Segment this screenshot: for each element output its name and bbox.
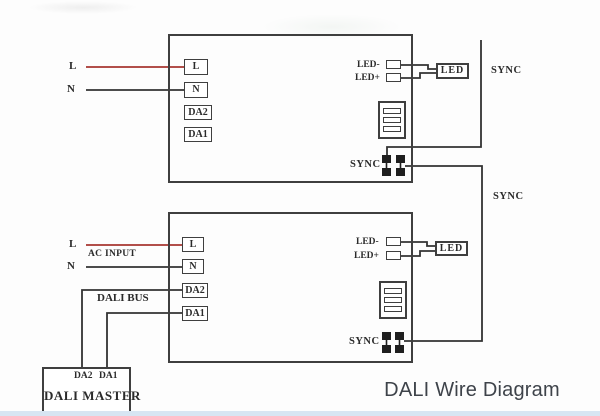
sync-bus-lower-label: SYNC bbox=[493, 191, 524, 202]
sync-connector-label-driver1: SYNC bbox=[350, 159, 381, 170]
led-minus-wire-driver1 bbox=[401, 64, 436, 70]
terminal-l-driver2: L bbox=[182, 237, 204, 252]
led-minus-terminal-driver1 bbox=[386, 60, 401, 69]
led-minus-label-driver1: LED- bbox=[357, 60, 380, 70]
dali-bus-da2-wire bbox=[81, 289, 182, 367]
led-minus-terminal-driver2 bbox=[386, 237, 401, 246]
led-minus-wire-driver2 bbox=[400, 241, 435, 247]
terminal-da2-driver1: DA2 bbox=[184, 105, 212, 120]
sync-bus-lower-wire bbox=[404, 165, 483, 342]
connector-bar bbox=[383, 126, 401, 132]
sync-contact bbox=[396, 168, 405, 176]
connector-bar bbox=[384, 288, 402, 294]
diagram-title: DALI Wire Diagram bbox=[384, 379, 560, 401]
dali-bus-da1-wire bbox=[106, 312, 182, 367]
terminal-n-driver1: N bbox=[184, 82, 208, 98]
neutral-label-driver1: N bbox=[67, 83, 75, 95]
sync-connector-driver2 bbox=[382, 332, 404, 353]
master-terminal-da1-label: DA1 bbox=[99, 371, 118, 381]
connector-bar bbox=[384, 297, 402, 303]
master-terminal-da2-label: DA2 bbox=[74, 371, 93, 381]
live-label-driver1: L bbox=[69, 60, 77, 72]
driver-box-1 bbox=[168, 34, 413, 183]
connector-bar bbox=[383, 117, 401, 123]
terminal-da1-driver2: DA1 bbox=[182, 306, 208, 321]
dali-master-label: DALI MASTER bbox=[44, 388, 141, 403]
led-plus-label-driver2: LED+ bbox=[354, 251, 379, 261]
sync-contact bbox=[382, 332, 391, 340]
neutral-label-driver2: N bbox=[67, 260, 75, 272]
terminal-da2-driver2: DA2 bbox=[182, 283, 208, 298]
led-plus-wire-driver1 bbox=[401, 72, 436, 79]
connector-bar bbox=[384, 306, 402, 312]
ac-input-label: AC INPUT bbox=[88, 249, 137, 259]
connector-bar bbox=[383, 108, 401, 114]
terminal-da1-driver1: DA1 bbox=[184, 127, 212, 142]
led-minus-label-driver2: LED- bbox=[356, 237, 379, 247]
dali-bus-label: DALI BUS bbox=[97, 292, 149, 304]
sync-connector-driver1 bbox=[382, 155, 405, 176]
bottom-strip bbox=[0, 411, 600, 416]
led-module-driver1: LED bbox=[436, 63, 469, 79]
led-module-driver2: LED bbox=[435, 241, 468, 256]
driver-box-2 bbox=[168, 212, 413, 363]
dali-master-box: DA2 DA1 DALI MASTER bbox=[42, 367, 141, 416]
sync-contact bbox=[396, 155, 405, 163]
led-plus-terminal-driver2 bbox=[386, 251, 401, 260]
sync-bus-upper-label: SYNC bbox=[491, 65, 522, 76]
sync-contact bbox=[382, 345, 391, 353]
led-plus-wire-driver2 bbox=[400, 250, 435, 257]
terminal-n-driver2: N bbox=[182, 259, 204, 274]
live-label-driver2: L bbox=[69, 238, 77, 250]
terminal-l-driver1: L bbox=[184, 59, 208, 75]
sync-connector-label-driver2: SYNC bbox=[349, 336, 380, 347]
led-plus-label-driver1: LED+ bbox=[355, 73, 380, 83]
led-plus-terminal-driver1 bbox=[386, 73, 401, 82]
sync-bus-upper-wire bbox=[386, 40, 482, 156]
sync-contact bbox=[395, 345, 404, 353]
sync-contact bbox=[395, 332, 404, 340]
bar-connector-driver1 bbox=[378, 101, 406, 139]
sync-contact bbox=[382, 168, 391, 176]
sync-contact bbox=[382, 155, 391, 163]
bar-connector-driver2 bbox=[379, 281, 407, 319]
